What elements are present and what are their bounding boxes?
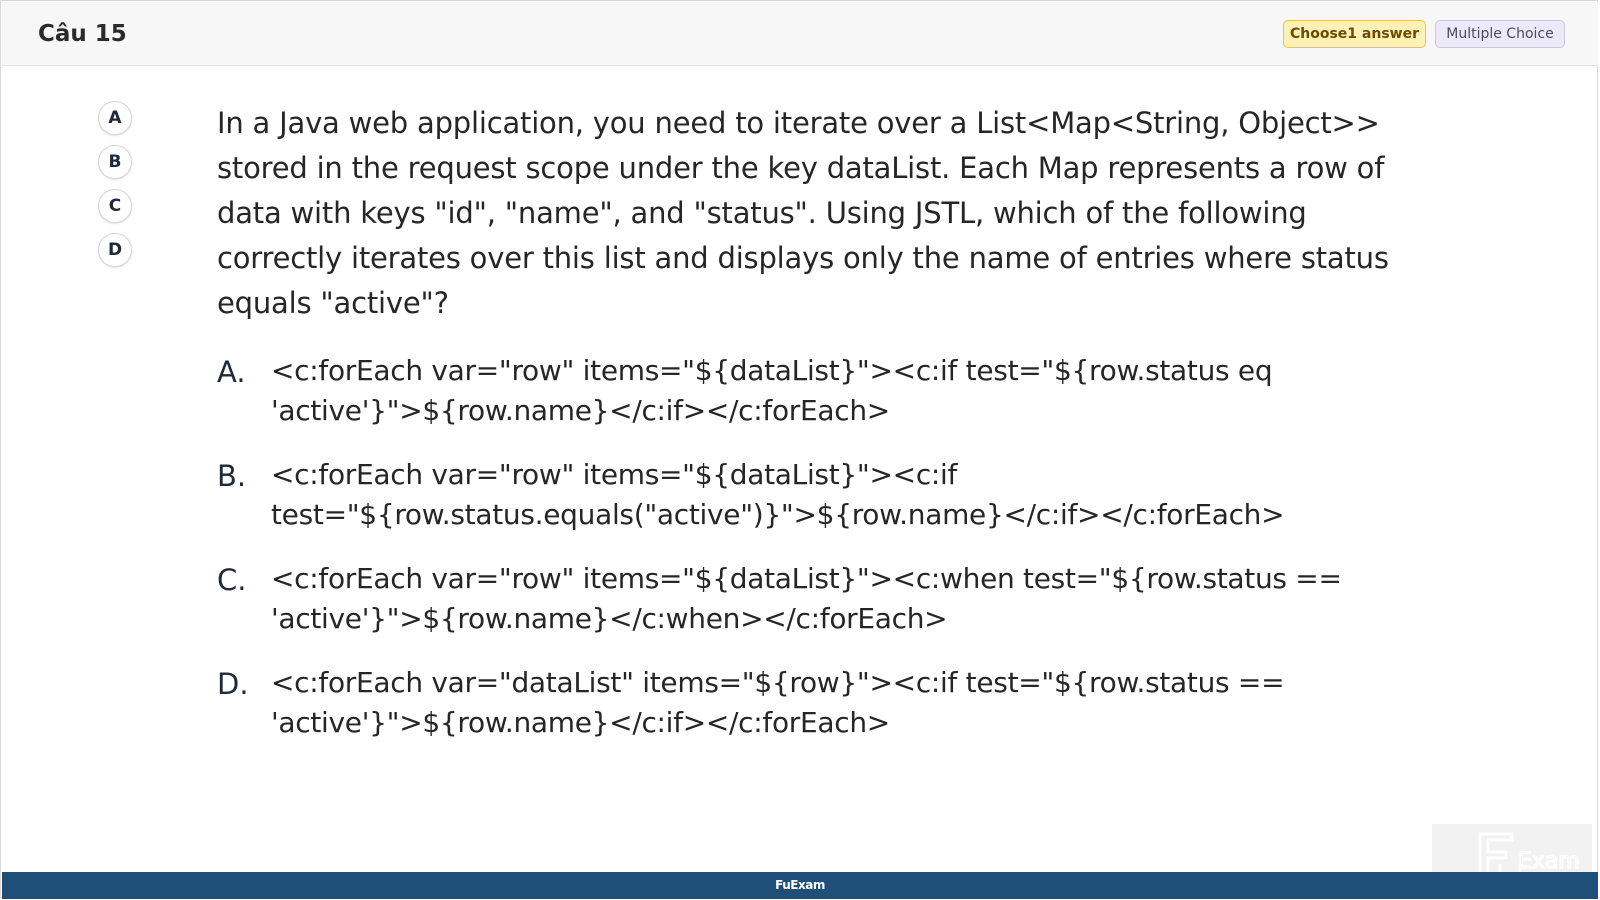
option-text: <c:forEach var="row" items="${dataList}"… (271, 458, 1285, 531)
option-c[interactable]: C. <c:forEach var="row" items="${dataLis… (217, 559, 1347, 639)
answer-button-c[interactable]: C (98, 189, 132, 223)
choose-answer-badge: Choose1 answer (1283, 20, 1426, 48)
option-letter: D. (217, 667, 249, 701)
option-b[interactable]: B. <c:forEach var="row" items="${dataLis… (217, 455, 1347, 535)
question-text: In a Java web application, you need to i… (217, 106, 1389, 320)
option-letter: C. (217, 563, 247, 597)
option-a[interactable]: A. <c:forEach var="row" items="${dataLis… (217, 351, 1347, 431)
option-letter: B. (217, 459, 247, 493)
options-list: A. <c:forEach var="row" items="${dataLis… (217, 351, 1347, 767)
option-text: <c:forEach var="row" items="${dataList}"… (271, 562, 1342, 635)
answer-button-b[interactable]: B (98, 145, 132, 179)
option-text: <c:forEach var="row" items="${dataList}"… (271, 354, 1273, 427)
option-letter: A. (217, 355, 246, 389)
question-type-badge: Multiple Choice (1435, 20, 1565, 48)
question-number: Câu 15 (38, 21, 127, 47)
footer-brand: FuExam (775, 878, 825, 892)
option-d[interactable]: D. <c:forEach var="dataList" items="${ro… (217, 663, 1347, 743)
question-header: Câu 15 Choose1 answer Multiple Choice (2, 2, 1598, 66)
option-text: <c:forEach var="dataList" items="${row}"… (271, 666, 1285, 739)
answer-button-d[interactable]: D (98, 233, 132, 267)
answer-selector: A B C D (98, 101, 138, 277)
answer-button-a[interactable]: A (98, 101, 132, 135)
watermark-text: Exam (1518, 849, 1580, 874)
footer-bar: FuExam (2, 872, 1598, 899)
